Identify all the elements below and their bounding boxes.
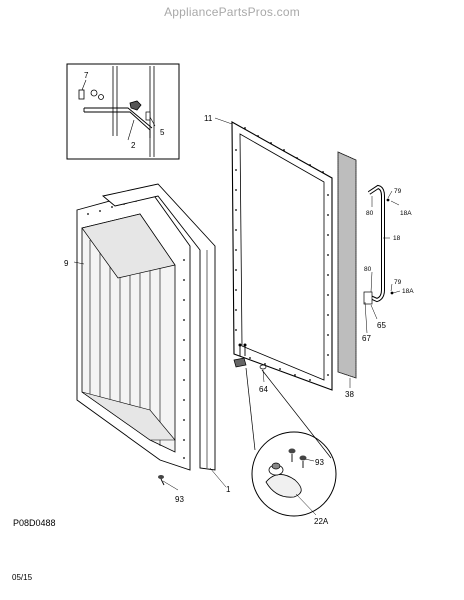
hinge-detail-inset — [66, 63, 180, 160]
liner-screw — [158, 475, 165, 486]
hinge-bushing-part — [129, 100, 142, 111]
callout-9: 9 — [64, 259, 69, 268]
callout-5: 5 — [160, 128, 165, 137]
hinge-detail-circle — [245, 367, 337, 517]
handle-trim-strip — [337, 151, 357, 379]
callout-2: 2 — [131, 141, 136, 150]
callout-80-top: 80 — [366, 210, 374, 217]
leader-lines — [73, 117, 401, 516]
callout-93-liner: 93 — [175, 495, 184, 504]
bottom-hinge-screws — [233, 343, 267, 370]
callout-79-bottom: 79 — [394, 279, 402, 286]
callout-7: 7 — [84, 71, 89, 80]
callout-11: 11 — [204, 114, 213, 123]
callout-1: 1 — [226, 485, 231, 494]
door-handle — [363, 184, 394, 305]
callout-93-detail: 93 — [315, 458, 324, 467]
handle-end-cap — [363, 291, 373, 305]
door-liner — [76, 189, 191, 471]
callout-79-top: 79 — [394, 188, 402, 195]
callout-22A: 22A — [314, 517, 329, 526]
door-gasket — [102, 183, 216, 471]
hinge-plug — [259, 364, 267, 370]
callout-18: 18 — [393, 235, 401, 242]
watermark: AppliancePartsPros.com — [164, 5, 300, 19]
callout-67: 67 — [362, 334, 371, 343]
callout-64: 64 — [259, 385, 268, 394]
outer-door-panel — [231, 121, 350, 391]
hinge-pin-part — [78, 89, 85, 100]
revision-date: 05/15 — [12, 573, 33, 582]
callout-65: 65 — [377, 321, 386, 330]
callout-18A-bottom: 18A — [402, 288, 414, 295]
callout-38: 38 — [345, 390, 354, 399]
callout-80-bottom: 80 — [364, 266, 372, 273]
diagram-code: P08D0488 — [13, 518, 56, 528]
callout-18A-top: 18A — [400, 210, 412, 217]
